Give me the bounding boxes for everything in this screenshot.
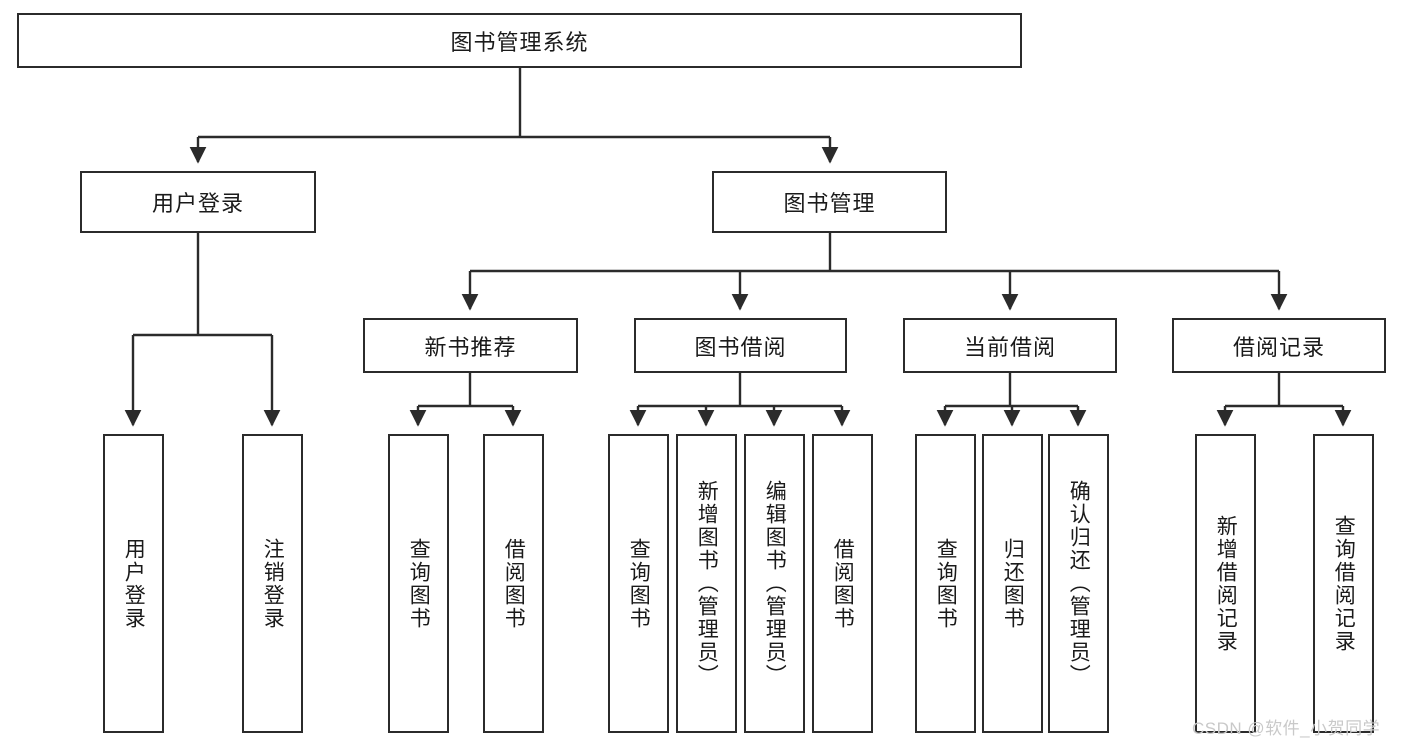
node-current-borrow[interactable]: 当前借阅	[903, 318, 1117, 373]
node-leaf-borrow-book-1-label: 借阅图书	[502, 537, 526, 630]
node-leaf-query-book-2[interactable]: 查询图书	[608, 434, 669, 733]
node-leaf-add-borrow-record[interactable]: 新增借阅记录	[1195, 434, 1256, 733]
node-book-borrow[interactable]: 图书借阅	[634, 318, 847, 373]
node-root[interactable]: 图书管理系统	[17, 13, 1022, 68]
node-leaf-return-book[interactable]: 归还图书	[982, 434, 1043, 733]
node-leaf-confirm-return-admin[interactable]: 确认归还（管理员）	[1048, 434, 1109, 733]
node-root-label: 图书管理系统	[450, 29, 589, 55]
node-leaf-edit-book-admin-label: 编辑图书（管理员）	[763, 480, 787, 687]
node-leaf-add-book-admin[interactable]: 新增图书（管理员）	[676, 434, 737, 733]
node-leaf-query-book-3[interactable]: 查询图书	[915, 434, 976, 733]
node-leaf-borrow-book-2[interactable]: 借阅图书	[812, 434, 873, 733]
node-leaf-query-borrow-record-label: 查询借阅记录	[1332, 514, 1356, 653]
node-user-login-label: 用户登录	[151, 191, 244, 216]
node-book-manage-label: 图书管理	[783, 191, 876, 216]
node-leaf-add-book-admin-label: 新增图书（管理员）	[695, 480, 719, 687]
node-new-book-recommend[interactable]: 新书推荐	[363, 318, 578, 373]
node-leaf-add-borrow-record-label: 新增借阅记录	[1214, 514, 1238, 653]
node-leaf-user-login[interactable]: 用户登录	[103, 434, 164, 733]
node-new-book-recommend-label: 新书推荐	[424, 334, 517, 360]
node-leaf-return-book-label: 归还图书	[1001, 537, 1025, 630]
node-leaf-confirm-return-admin-label: 确认归还（管理员）	[1067, 480, 1091, 687]
node-leaf-query-book-1[interactable]: 查询图书	[388, 434, 449, 733]
node-user-login[interactable]: 用户登录	[80, 171, 316, 233]
node-leaf-borrow-book-1[interactable]: 借阅图书	[483, 434, 544, 733]
node-leaf-query-book-3-label: 查询图书	[934, 537, 958, 630]
node-leaf-query-book-2-label: 查询图书	[627, 537, 651, 630]
node-leaf-user-logout-label: 注销登录	[261, 537, 285, 630]
node-leaf-query-borrow-record[interactable]: 查询借阅记录	[1313, 434, 1374, 733]
node-current-borrow-label: 当前借阅	[963, 334, 1056, 360]
node-borrow-record[interactable]: 借阅记录	[1172, 318, 1386, 373]
node-leaf-borrow-book-2-label: 借阅图书	[831, 537, 855, 630]
node-leaf-edit-book-admin[interactable]: 编辑图书（管理员）	[744, 434, 805, 733]
csdn-watermark: CSDN @软件_小贺同学	[1192, 719, 1381, 738]
node-leaf-user-login-label: 用户登录	[122, 537, 146, 630]
node-leaf-user-logout[interactable]: 注销登录	[242, 434, 303, 733]
node-borrow-record-label: 借阅记录	[1232, 334, 1325, 360]
node-book-manage[interactable]: 图书管理	[712, 171, 947, 233]
node-leaf-query-book-1-label: 查询图书	[407, 537, 431, 630]
node-book-borrow-label: 图书借阅	[694, 334, 787, 360]
